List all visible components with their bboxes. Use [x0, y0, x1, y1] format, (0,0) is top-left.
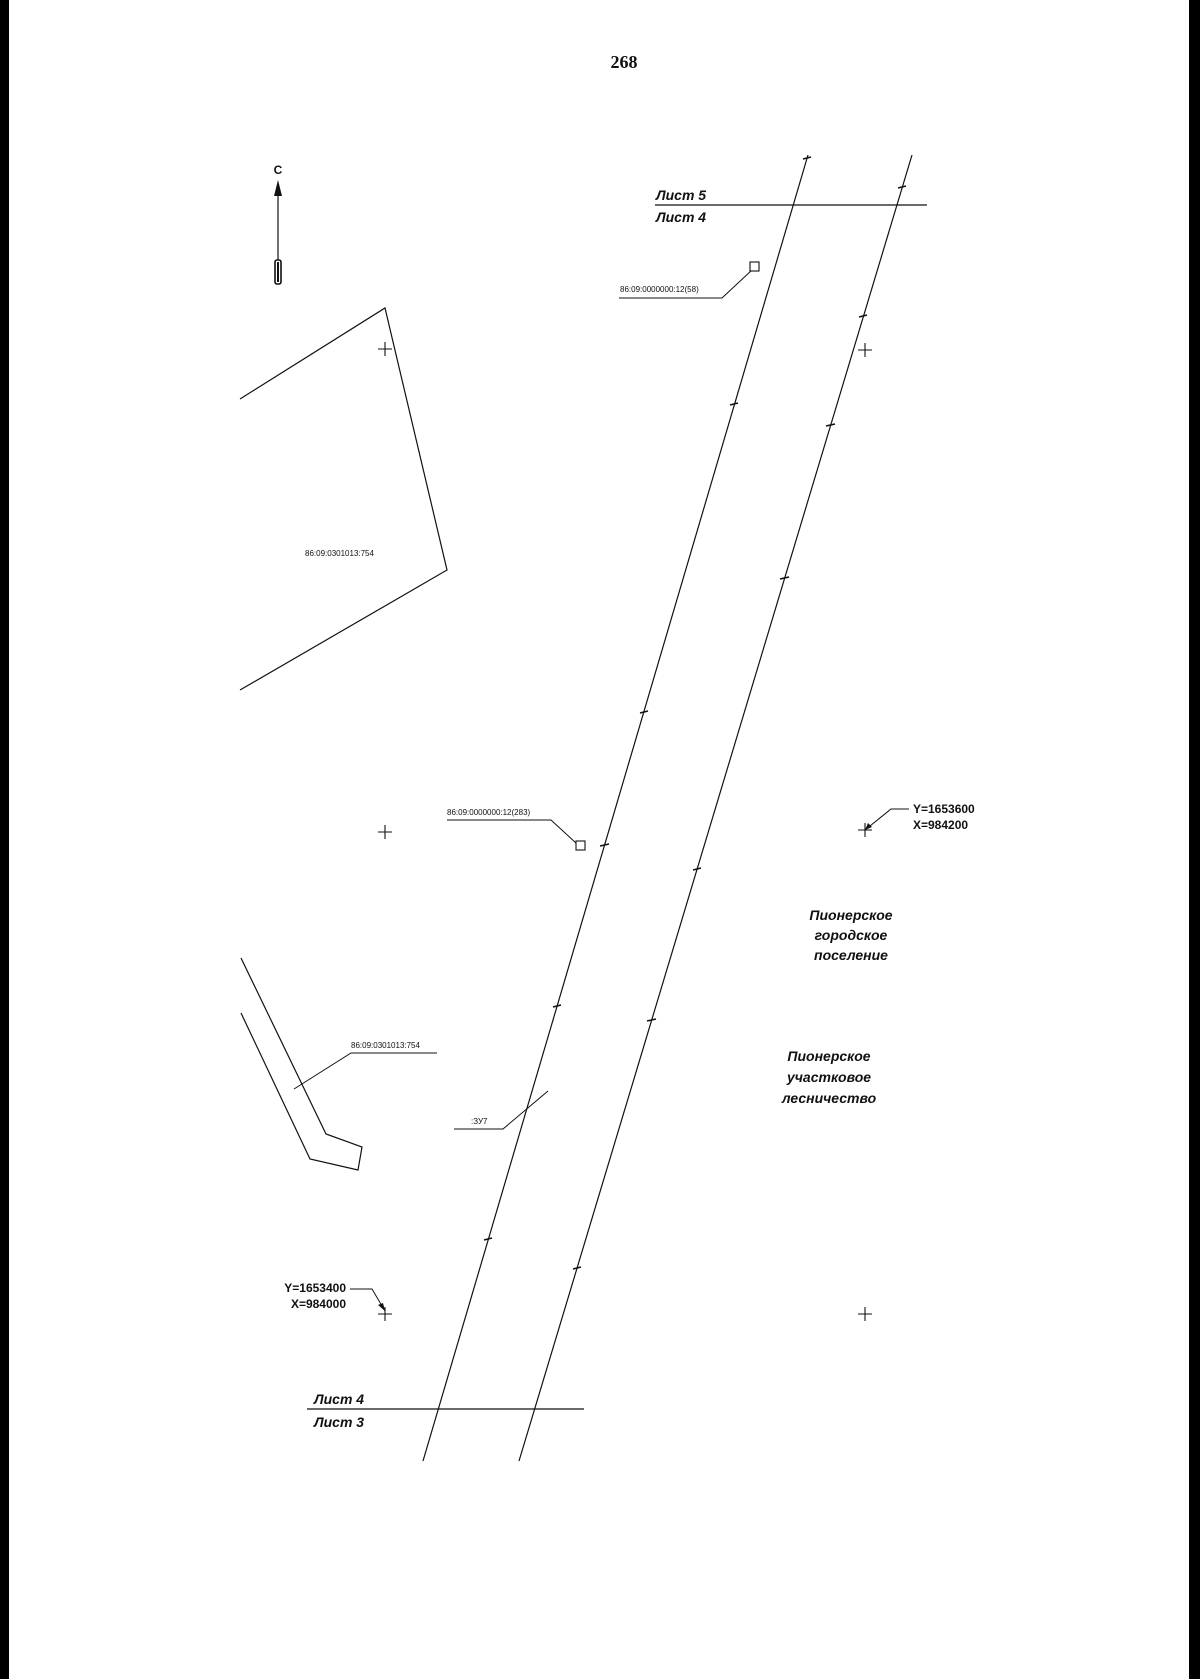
grid-cross — [378, 825, 392, 839]
parcel-label: :ЗУ7 — [471, 1117, 488, 1126]
sheet-label-upper: Лист 5 — [655, 187, 706, 203]
parcel-label: 86:09:0000000:12(283) — [447, 808, 531, 817]
north-arrow-head — [274, 180, 282, 196]
parcel-label: 86:09:0301013:754 — [351, 1041, 421, 1050]
area-label-line: поселение — [814, 947, 888, 963]
sheet-boundary-bottom: Лист 4 Лист 3 — [307, 1391, 584, 1430]
area-label-line: участковое — [786, 1069, 871, 1085]
grid-coordinate-callout-1: Y=1653600 X=984200 — [864, 802, 975, 832]
corridor-tick — [858, 314, 868, 318]
coordinate-x: X=984200 — [913, 818, 968, 832]
parcel-label: 86:09:0000000:12(58) — [620, 285, 699, 294]
north-letter: С — [274, 163, 283, 177]
callout-leader — [454, 1090, 549, 1130]
leader-arrow-icon — [378, 1303, 385, 1311]
area-label-line: городское — [815, 927, 888, 943]
parcel-label: 86:09:0301013:754 — [305, 549, 375, 558]
point-marker-square — [575, 840, 586, 851]
corridor-tick — [897, 185, 907, 189]
parcel-callout-283: 86:09:0000000:12(283) — [447, 808, 586, 851]
leader-arrow-icon — [865, 823, 872, 830]
parcel-boundary — [240, 957, 363, 1171]
callout-leader — [619, 269, 753, 299]
corridor-line-east — [518, 154, 913, 1462]
grid-cross — [378, 1307, 392, 1321]
sheet-label-lower: Лист 3 — [313, 1414, 364, 1430]
corridor-tick — [552, 1004, 562, 1008]
corridor-tick — [729, 402, 739, 406]
corridor-tick — [572, 1266, 582, 1270]
coordinate-y: Y=1653400 — [284, 1281, 346, 1295]
corridor-tick — [802, 156, 812, 160]
parcel-754-lower: 86:09:0301013:754 — [240, 957, 437, 1171]
sheet-boundary-top: Лист 5 Лист 4 — [655, 187, 927, 225]
grid-cross — [858, 1307, 872, 1321]
parcel-callout-zu7: :ЗУ7 — [454, 1090, 549, 1130]
callout-leader — [293, 1052, 437, 1090]
area-label-line: Пионерское — [809, 907, 892, 923]
callout-leader — [864, 808, 909, 831]
corridor-tick — [483, 1237, 493, 1241]
north-arrow-icon: С — [274, 163, 283, 285]
scan-border-right — [1189, 0, 1200, 1679]
grid-cross — [378, 342, 392, 356]
area-label-forestry: Пионерское участковое лесничество — [781, 1048, 877, 1106]
corridor-tick — [646, 1018, 657, 1022]
callout-leader — [447, 819, 577, 844]
page-number: 268 — [611, 52, 638, 72]
scan-border-left — [0, 0, 9, 1679]
corridor-tick — [825, 423, 836, 427]
grid-coordinate-callout-2: Y=1653400 X=984000 — [284, 1281, 386, 1312]
coordinate-y: Y=1653600 — [913, 802, 975, 816]
sheet-label-lower: Лист 4 — [655, 209, 706, 225]
corridor-line-west — [422, 154, 809, 1462]
area-label-settlement: Пионерское городское поселение — [809, 907, 892, 963]
parcel-callout-58: 86:09:0000000:12(58) — [619, 261, 760, 299]
corridor-tick — [599, 843, 610, 847]
corridor-tick — [692, 867, 702, 871]
grid-crosses — [378, 342, 872, 1321]
grid-cross — [858, 343, 872, 357]
coordinate-x: X=984000 — [291, 1297, 346, 1311]
sheet-label-upper: Лист 4 — [313, 1391, 364, 1407]
corridor-tick — [639, 710, 649, 714]
callout-leader — [350, 1288, 386, 1312]
parcel-754-upper: 86:09:0301013:754 — [239, 307, 448, 691]
area-label-line: Пионерское — [787, 1048, 870, 1064]
corridor-tick — [779, 576, 790, 580]
linear-corridor — [422, 154, 913, 1462]
point-marker-square — [749, 261, 760, 272]
area-label-line: лесничество — [781, 1090, 877, 1106]
parcel-boundary — [239, 307, 448, 691]
